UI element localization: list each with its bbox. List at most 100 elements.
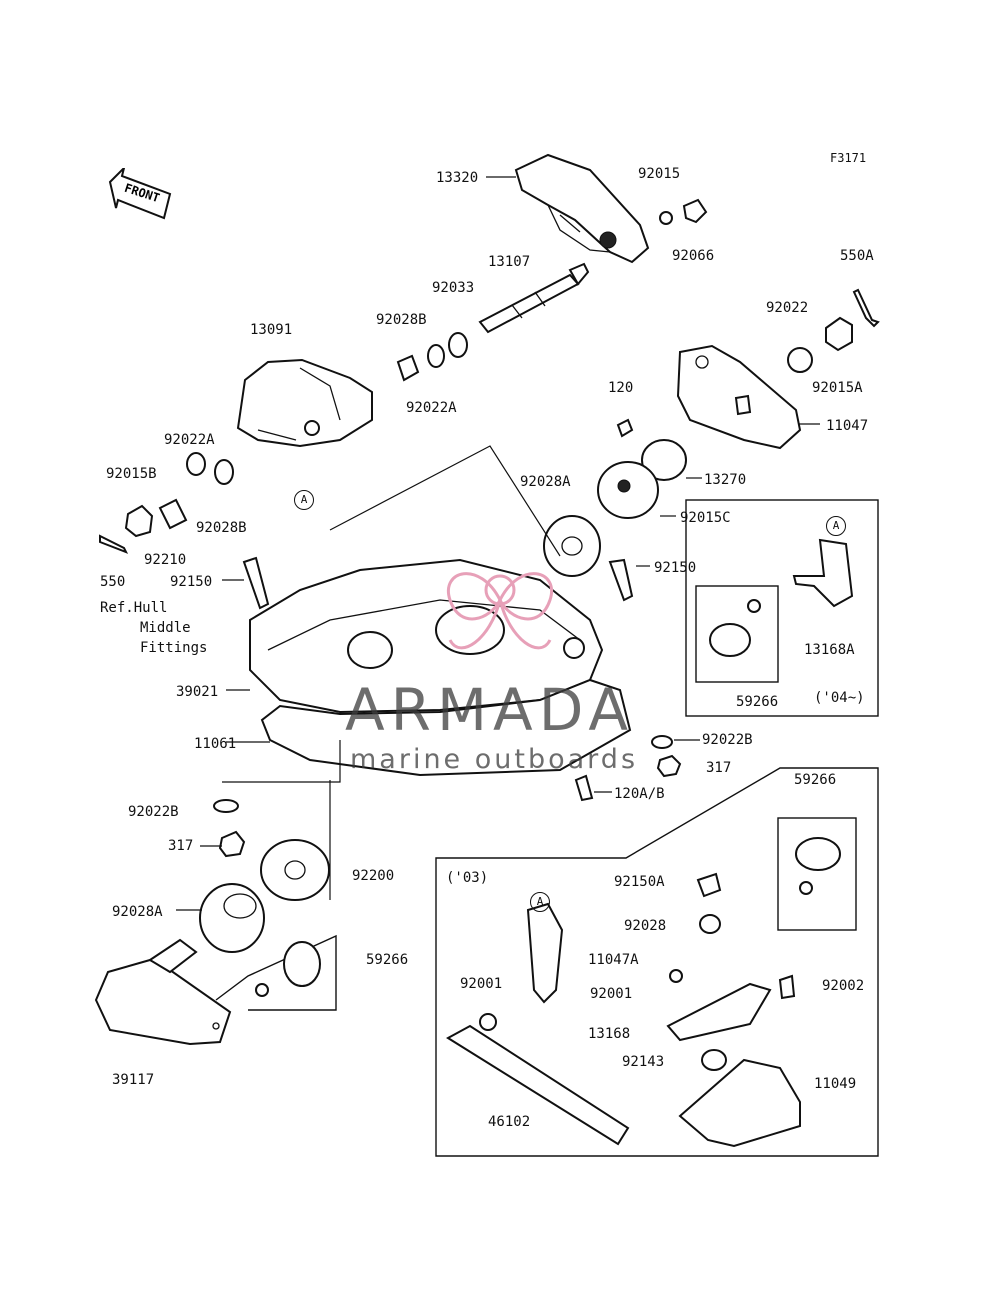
watermark-title: ARMADA — [345, 676, 635, 744]
label-317-right: 317 — [706, 760, 732, 776]
hull-plate-39021 — [249, 558, 604, 714]
nut-92015b — [124, 504, 154, 538]
ref-note-line3: Fittings — [140, 640, 208, 656]
label-92033: 92033 — [432, 280, 475, 296]
washer-92022b-right — [651, 735, 673, 749]
label-92028a-top: 92028A — [520, 474, 571, 490]
label-120: 120 — [608, 380, 634, 396]
front-direction-arrow — [108, 168, 172, 220]
plate-13270 — [641, 439, 687, 481]
label-92022a-mid: 92022A — [406, 400, 457, 416]
box-03-note: ('03) — [446, 870, 489, 886]
callout-a-box03: A — [530, 892, 550, 912]
leader-lines — [176, 176, 820, 911]
steering-shaft-13107 — [478, 262, 590, 334]
armada-logo-flower — [446, 572, 554, 650]
label-92015c: 92015C — [680, 510, 731, 526]
washer-92022-upper-right — [787, 347, 813, 373]
nut-92015 — [659, 198, 708, 225]
box-lever-variant — [215, 934, 337, 1011]
box-03-parts — [446, 817, 857, 1148]
box-04-variant — [685, 499, 879, 717]
label-13091: 13091 — [250, 322, 293, 338]
label-92022b-left: 92022B — [128, 804, 179, 820]
callout-a-box04: A — [826, 516, 846, 536]
nut-317-right — [656, 754, 682, 778]
grommet-92028a-left — [199, 883, 265, 953]
label-120ab: 120A/B — [614, 786, 665, 802]
bushing-92028b-left — [214, 459, 234, 485]
spring-92210 — [158, 498, 188, 530]
label-92028b-left: 92028B — [196, 520, 247, 536]
label-317-left: 317 — [168, 838, 194, 854]
label-39117: 39117 — [112, 1072, 155, 1088]
washer-92022a-left — [186, 452, 206, 476]
label-92028a-left: 92028A — [112, 904, 163, 920]
label-92066: 92066 — [672, 248, 715, 264]
label-11049: 11049 — [814, 1076, 857, 1092]
label-92002: 92002 — [822, 978, 865, 994]
bolt-92150-left — [242, 556, 270, 610]
label-550a: 550A — [840, 248, 874, 264]
circlip-92033 — [448, 332, 468, 358]
label-13107: 13107 — [488, 254, 531, 270]
washer-92022b-left — [213, 799, 239, 813]
label-92150-right: 92150 — [654, 560, 697, 576]
label-92200: 92200 — [352, 868, 395, 884]
label-13168: 13168 — [588, 1026, 631, 1042]
cotter-pin-550a — [852, 288, 880, 328]
label-92001-right: 92001 — [590, 986, 633, 1002]
screw-120 — [616, 418, 634, 438]
bushing-92028b-upper — [396, 354, 420, 382]
ref-hull-note: Ref.Hull Middle Fittings — [100, 598, 207, 658]
watermark-subtitle: marine outboards — [350, 744, 639, 775]
box-04-note: ('04~) — [814, 690, 865, 706]
label-13320: 13320 — [436, 170, 479, 186]
label-59266-box04: 59266 — [736, 694, 779, 710]
ref-note-line1: Ref.Hull — [100, 600, 168, 616]
label-11061: 11061 — [194, 736, 237, 752]
label-550: 550 — [100, 574, 126, 590]
box-lever-parts — [255, 941, 321, 997]
label-13270: 13270 — [704, 472, 747, 488]
box-04-parts — [695, 538, 854, 683]
screw-120ab — [574, 774, 594, 802]
label-92150-left: 92150 — [170, 574, 213, 590]
bracket-11047 — [676, 344, 802, 450]
label-92022b-right: 92022B — [702, 732, 753, 748]
label-92143: 92143 — [622, 1054, 665, 1070]
figure-code: F3171 — [830, 151, 867, 165]
label-92015: 92015 — [638, 166, 681, 182]
nut-92015a — [825, 316, 853, 352]
label-92028: 92028 — [624, 918, 667, 934]
gasket-11061 — [260, 678, 632, 777]
pulley-92015c — [597, 461, 659, 519]
ref-note-line2: Middle — [140, 620, 191, 636]
nut-317-left — [218, 830, 246, 858]
label-92022-top: 92022 — [766, 300, 809, 316]
label-92150a: 92150A — [614, 874, 665, 890]
grommet-92028a-top — [543, 515, 601, 577]
label-92001-left: 92001 — [460, 976, 503, 992]
cotter-pin-550 — [99, 534, 129, 554]
label-92022a-left: 92022A — [164, 432, 215, 448]
bolt-92150-right — [608, 558, 634, 602]
washer-92022a-upper — [427, 344, 445, 368]
label-11047a: 11047A — [588, 952, 639, 968]
grommet-92200 — [260, 839, 330, 901]
label-92015b: 92015B — [106, 466, 157, 482]
steering-housing-13091 — [236, 358, 373, 448]
steering-cover-13320 — [514, 153, 650, 264]
label-59266-right: 59266 — [794, 772, 837, 788]
box-03-variant — [435, 767, 879, 1157]
callout-a-housing: A — [294, 490, 314, 510]
lever-39117 — [94, 938, 232, 1046]
label-46102: 46102 — [488, 1114, 531, 1130]
label-92028b-top: 92028B — [376, 312, 427, 328]
label-59266-mid: 59266 — [366, 952, 409, 968]
label-39021: 39021 — [176, 684, 219, 700]
label-92015a: 92015A — [812, 380, 863, 396]
label-11047: 11047 — [826, 418, 869, 434]
